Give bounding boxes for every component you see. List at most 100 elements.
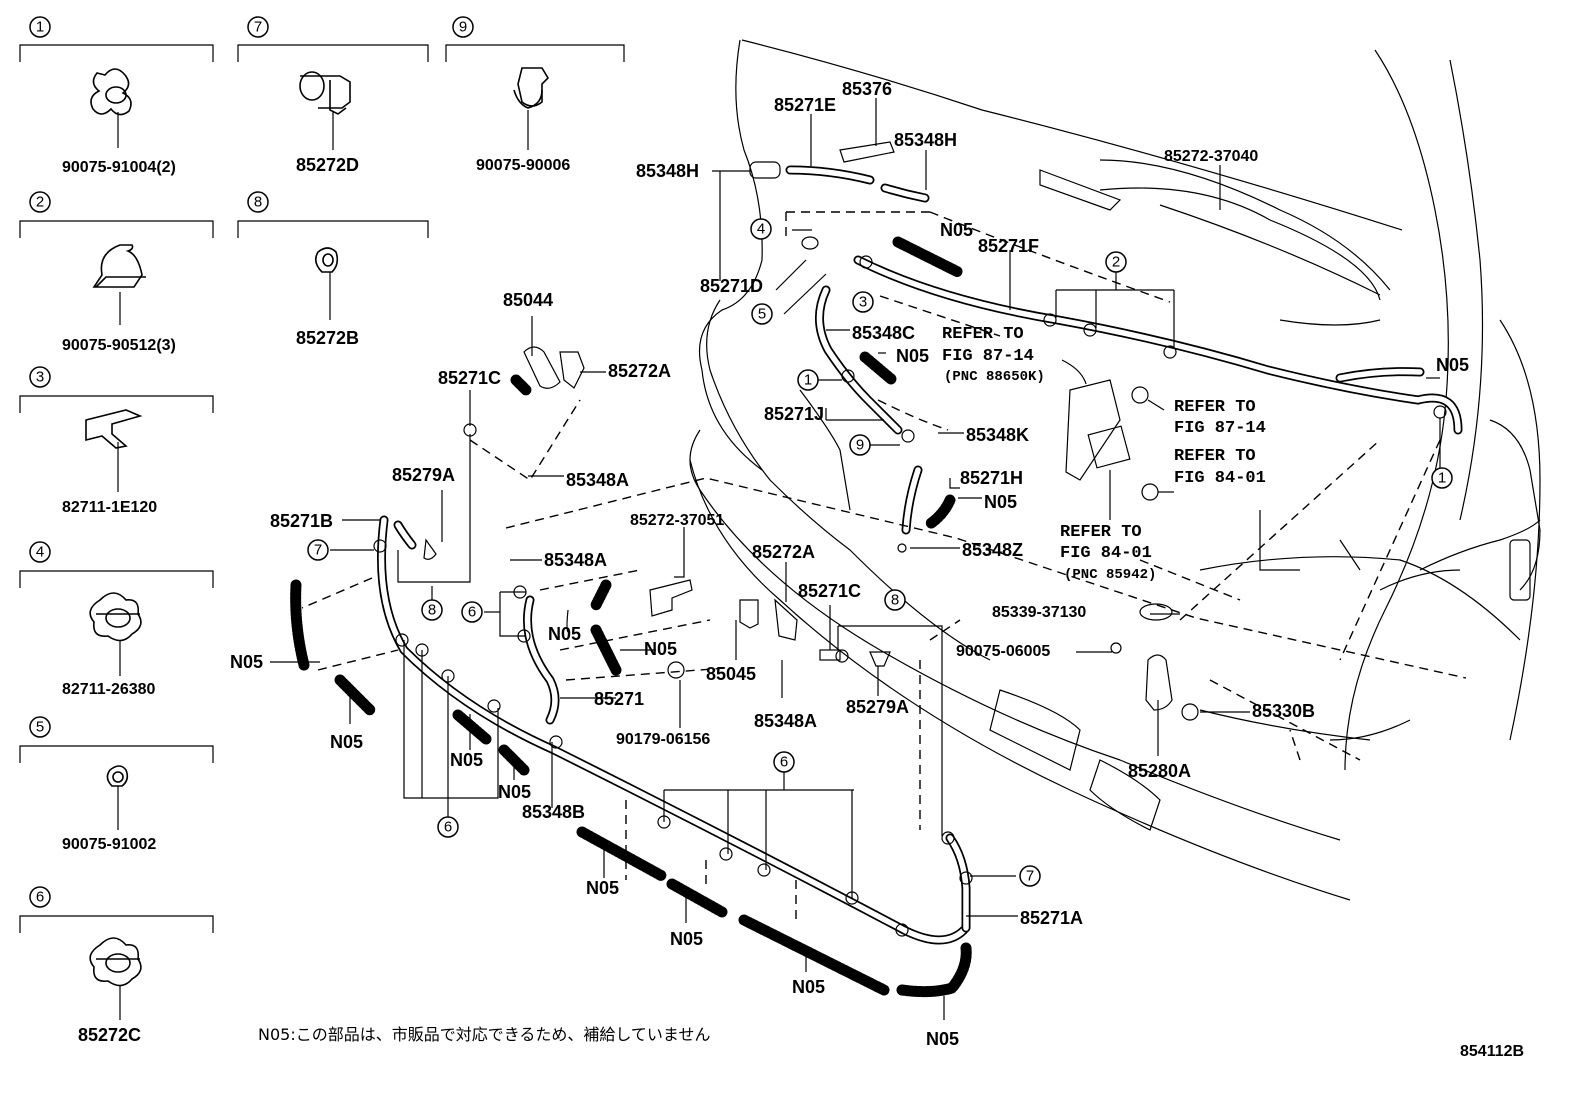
- svg-text:1: 1: [1438, 470, 1446, 487]
- 85376-bracket: [839, 141, 895, 163]
- callouts: 4 5 3 2 1 9 1 7 8 6 6 6 8 7: [307, 218, 1453, 887]
- svg-text:FIG 84-01: FIG 84-01: [1060, 544, 1152, 563]
- clip-90075-90006-icon: [513, 67, 550, 109]
- svg-text:85272B: 85272B: [296, 328, 359, 348]
- svg-text:6: 6: [780, 754, 788, 771]
- svg-text:85348Z: 85348Z: [962, 540, 1023, 560]
- 85044-nozzle: [523, 346, 561, 389]
- svg-text:85279A: 85279A: [392, 465, 455, 485]
- clip-82711-1E120-icon: [85, 409, 143, 449]
- svg-text:85272A: 85272A: [608, 361, 671, 381]
- legend-item-1: 1 90075-91004(2): [19, 16, 214, 176]
- svg-text:7: 7: [314, 542, 322, 559]
- 85330B-grommet: [1181, 703, 1199, 721]
- svg-text:90179-06156: 90179-06156: [616, 731, 710, 748]
- svg-text:85271D: 85271D: [700, 276, 763, 296]
- svg-text:N05: N05: [670, 929, 703, 949]
- clip-90075-90512-icon: [92, 244, 146, 288]
- n05-corrugated-hoses: [290, 236, 972, 998]
- svg-text:2: 2: [1112, 254, 1120, 271]
- svg-text:8: 8: [428, 602, 436, 619]
- svg-text:N05: N05: [896, 346, 929, 366]
- part-labels: 85376 85271E 85348H 85348H 85272-37040 N…: [230, 79, 1469, 1049]
- svg-text:85272-37051: 85272-37051: [630, 512, 724, 529]
- svg-text:N05: N05: [792, 977, 825, 997]
- svg-text:85044: 85044: [503, 290, 553, 310]
- figure-id: 854112B: [1460, 1043, 1524, 1060]
- legend-item-4: 4 82711-26380: [19, 541, 214, 698]
- svg-text:FIG 87-14: FIG 87-14: [1174, 419, 1266, 438]
- svg-text:85045: 85045: [706, 664, 756, 684]
- svg-text:4: 4: [36, 544, 44, 561]
- svg-text:85348H: 85348H: [636, 161, 699, 181]
- svg-text:85272A: 85272A: [752, 542, 815, 562]
- svg-text:3: 3: [36, 369, 44, 386]
- svg-text:85272D: 85272D: [296, 155, 359, 175]
- svg-text:1: 1: [804, 372, 812, 389]
- svg-text:85279A: 85279A: [846, 697, 909, 717]
- 85045-nozzle: [739, 599, 759, 629]
- legend-item-7: 7 85272D: [237, 16, 429, 175]
- clip-markers: [373, 313, 1447, 937]
- 85279A-valve: [423, 538, 437, 560]
- svg-text:8: 8: [254, 194, 262, 211]
- svg-text:85271C: 85271C: [798, 581, 861, 601]
- svg-text:6: 6: [36, 889, 44, 906]
- footnote: N05:この部品は、市販品で対応できるため、補給していません: [258, 1025, 710, 1044]
- svg-text:N05: N05: [926, 1029, 959, 1049]
- svg-text:85272-37040: 85272-37040: [1164, 148, 1258, 165]
- clip-85272D-icon: [299, 71, 351, 115]
- svg-text:(PNC 88650K): (PNC 88650K): [944, 369, 1045, 385]
- svg-text:8: 8: [891, 592, 899, 609]
- svg-text:85348A: 85348A: [544, 550, 607, 570]
- svg-text:85280A: 85280A: [1128, 761, 1191, 781]
- svg-text:REFER TO: REFER TO: [1174, 398, 1256, 417]
- svg-text:85271J: 85271J: [764, 404, 824, 424]
- svg-text:85271: 85271: [594, 689, 644, 709]
- dashed-reference-lines: [301, 211, 1467, 924]
- svg-text:N05: N05: [498, 782, 531, 802]
- washer-hoses: [377, 165, 1463, 945]
- svg-text:85271C: 85271C: [438, 368, 501, 388]
- legend-item-2: 2 90075-90512(3): [19, 191, 214, 354]
- svg-text:7: 7: [254, 19, 262, 36]
- svg-text:85271H: 85271H: [960, 468, 1023, 488]
- svg-text:REFER TO: REFER TO: [1060, 523, 1142, 542]
- leader-lines: [270, 98, 1441, 1020]
- svg-text:90075-90512(3): 90075-90512(3): [62, 337, 176, 354]
- svg-text:85271A: 85271A: [1020, 908, 1083, 928]
- legend-item-6: 6 85272C: [19, 886, 214, 1045]
- svg-text:90075-06005: 90075-06005: [956, 643, 1050, 660]
- svg-text:N05: N05: [548, 624, 581, 644]
- clip-85272C-icon: [89, 937, 142, 987]
- svg-text:85271B: 85271B: [270, 511, 333, 531]
- svg-text:9: 9: [856, 437, 864, 454]
- legend-item-3: 3 82711-1E120: [19, 366, 214, 516]
- legend-item-8: 8 85272B: [237, 191, 429, 348]
- reference-notes: REFER TO FIG 87-14 (PNC 88650K) REFER TO…: [942, 325, 1266, 583]
- svg-text:9: 9: [459, 19, 467, 36]
- svg-text:82711-1E120: 82711-1E120: [62, 499, 157, 516]
- svg-text:5: 5: [758, 306, 766, 323]
- legend-item-9: 9 90075-90006: [445, 16, 625, 174]
- svg-text:6: 6: [444, 819, 452, 836]
- clip-82711-26380-icon: [89, 592, 142, 642]
- svg-text:85330B: 85330B: [1252, 701, 1315, 721]
- svg-text:N05: N05: [940, 220, 973, 240]
- svg-text:4: 4: [757, 221, 765, 238]
- svg-text:85271E: 85271E: [774, 95, 836, 115]
- svg-text:90075-90006: 90075-90006: [476, 157, 570, 174]
- svg-text:FIG 87-14: FIG 87-14: [942, 347, 1034, 366]
- 85348H-connector: [749, 161, 781, 179]
- washer-motor: [1065, 379, 1121, 481]
- svg-text:(PNC 85942): (PNC 85942): [1064, 567, 1156, 583]
- svg-text:N05: N05: [984, 492, 1017, 512]
- svg-text:N05: N05: [330, 732, 363, 752]
- clip-90075-91002-icon: [106, 765, 129, 787]
- svg-text:82711-26380: 82711-26380: [62, 681, 156, 698]
- clip-85272B-icon: [314, 247, 339, 273]
- svg-text:85348H: 85348H: [894, 130, 957, 150]
- svg-text:85271F: 85271F: [978, 236, 1039, 256]
- svg-text:85272C: 85272C: [78, 1025, 141, 1045]
